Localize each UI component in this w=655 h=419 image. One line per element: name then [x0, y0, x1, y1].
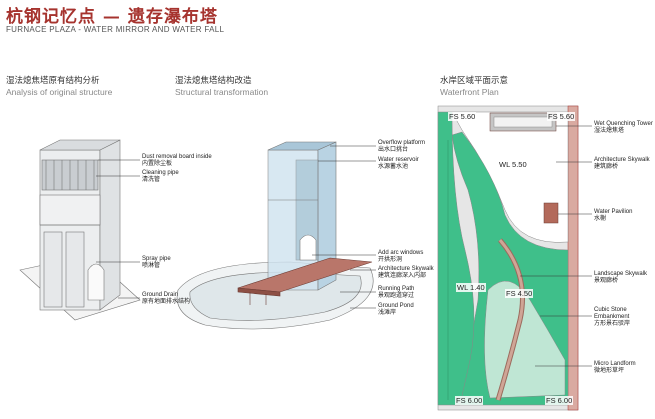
label-en: Cleaning pipe [142, 170, 179, 176]
label-cleaning-pipe: Cleaning pipe 清洗管 [142, 170, 179, 184]
label-en: Ground Drain [142, 292, 179, 298]
label-cn: 建筑连廊深入内部 [378, 273, 427, 279]
label-wet-quenching-tower: Wet Quenching Tower 湿法熄焦塔 [594, 121, 653, 135]
page-title: 杭钢记忆点 — 遗存瀑布塔 [6, 7, 218, 27]
label-cn: 浅滩岸 [378, 310, 397, 316]
elevation-marker: WL 5.50 [498, 160, 528, 169]
elevation-marker: FS 6.00 [455, 396, 484, 405]
section-title-original-structure: 湿法熄焦塔原有结构分析 [6, 75, 100, 85]
section-title-transformation: 湿法熄焦塔结构改造 [175, 75, 252, 85]
label-spray-pipe: Spray pipe 喷淋管 [142, 256, 171, 270]
page-subtitle: FURNACE PLAZA - WATER MIRROR AND WATER F… [6, 25, 225, 34]
label-ground-drain: Ground Drain 原有地面排水结构 [142, 292, 190, 306]
label-en: Architecture Skywalk [594, 157, 650, 163]
label-water-reservoir: Water reservoir 水源蓄水池 [378, 157, 419, 171]
elevation-marker: FS 6.00 [545, 396, 574, 405]
elevation-marker: FS 5.60 [448, 112, 477, 121]
label-en: Water Pavilion [594, 209, 633, 215]
label-dust-removal-board: Dust removal board inside 内置除尘板 [142, 154, 212, 168]
label-cn: 方形景石驳岸 [594, 321, 631, 327]
elevation-marker: FS 5.60 [547, 112, 576, 121]
label-water-pavilion: Water Pavilion 水榭 [594, 209, 632, 223]
label-en: Cubic Stone Embankment [594, 307, 630, 320]
label-micro-landform: Micro Landform 微地形草坪 [594, 361, 636, 375]
label-cn: 湿法熄焦塔 [594, 128, 625, 134]
label-arc-windows: Add arc windows 开拱形洞 [378, 250, 423, 264]
section-subtitle-transformation: Structural transformation [175, 87, 269, 97]
label-en: Micro Landform [594, 361, 636, 367]
label-cn: 景观跑道穿过 [378, 293, 415, 299]
label-cn: 水源蓄水池 [378, 164, 409, 170]
label-architecture-skywalk: Architecture Skywalk 建筑连廊深入内部 [378, 266, 434, 280]
elevation-marker: FS 4.50 [505, 289, 534, 298]
label-cn: 出水口挑台 [378, 147, 409, 153]
original-tower-illustration [19, 139, 141, 321]
label-overflow-platform: Overflow platform 出水口挑台 [378, 140, 425, 154]
label-cn: 开拱形洞 [378, 257, 403, 263]
label-en: Overflow platform [378, 140, 426, 146]
label-en: Water reservoir [378, 157, 419, 163]
architecture-skywalk-model [237, 257, 373, 305]
transformed-tower-illustration [176, 141, 374, 330]
section-subtitle-original-structure: Analysis of original structure [6, 87, 113, 97]
label-ground-pond: Ground Pond 浅滩岸 [378, 303, 414, 317]
label-en: Landscape Skywalk [594, 271, 648, 277]
label-landscape-skywalk: Landscape Skywalk 景观廊桥 [594, 271, 647, 285]
label-en: Spray pipe [142, 256, 171, 262]
label-cubic-stone-embankment: Cubic Stone Embankment 方形景石驳岸 [594, 307, 652, 328]
waterfront-plan [437, 105, 579, 411]
label-en: Wet Quenching Tower [594, 121, 653, 127]
section-title-waterfront-plan: 水岸区域平面示意 [440, 75, 509, 85]
label-architecture-skywalk-plan: Architecture Skywalk 建筑廊桥 [594, 157, 650, 171]
label-en: Ground Pond [378, 303, 414, 309]
label-cn: 内置除尘板 [142, 161, 173, 167]
label-cn: 景观廊桥 [594, 278, 619, 284]
elevation-marker: WL 1.40 [456, 283, 486, 292]
label-cn: 喷淋管 [142, 263, 161, 269]
label-cn: 原有地面排水结构 [142, 299, 191, 305]
label-cn: 水榭 [594, 216, 607, 222]
section-subtitle-waterfront-plan: Waterfront Plan [440, 87, 499, 97]
label-cn: 建筑廊桥 [594, 164, 619, 170]
label-en: Dust removal board inside [142, 154, 212, 160]
label-cn: 清洗管 [142, 177, 161, 183]
label-en: Running Path [378, 286, 415, 292]
label-en: Architecture Skywalk [378, 266, 434, 272]
label-en: Add arc windows [378, 250, 424, 256]
label-running-path: Running Path 景观跑道穿过 [378, 286, 414, 300]
label-cn: 微地形草坪 [594, 368, 625, 374]
